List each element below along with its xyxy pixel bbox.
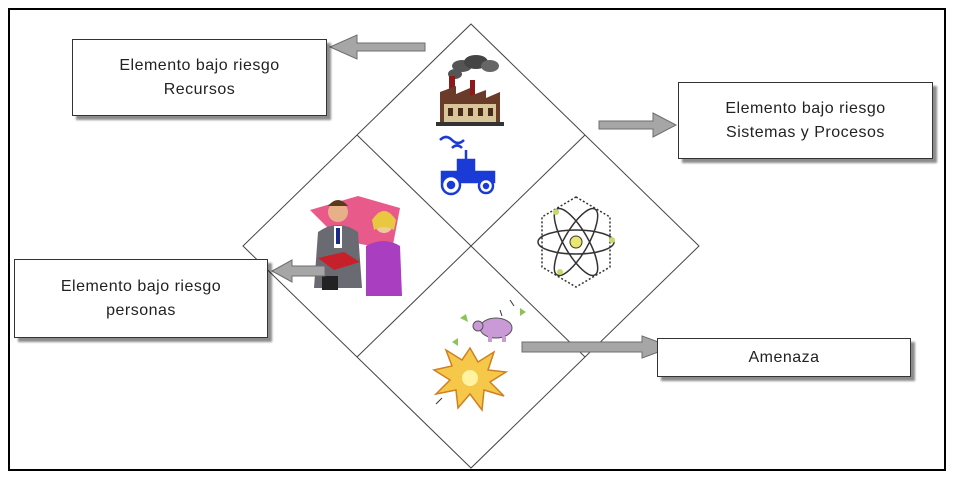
- box-sistemas-line1: Elemento bajo riesgo: [725, 99, 886, 117]
- box-recursos: Elemento bajo riesgo Recursos: [72, 39, 327, 116]
- factory-icon: [436, 55, 504, 126]
- diamond-divider-b: [356, 134, 586, 358]
- box-amenaza: Amenaza: [657, 338, 911, 377]
- arrow-to-amenaza: [521, 335, 674, 359]
- box-personas-line2: personas: [106, 301, 176, 319]
- tractor-icon: [439, 135, 496, 196]
- box-sistemas: Elemento bajo riesgo Sistemas y Procesos: [678, 82, 933, 159]
- box-recursos-line2: Recursos: [163, 80, 236, 98]
- box-personas: Elemento bajo riesgo personas: [14, 259, 268, 338]
- arrow-to-recursos: [328, 34, 426, 60]
- arrow-to-personas: [270, 259, 326, 283]
- arrows: [270, 34, 678, 359]
- box-personas-line1: Elemento bajo riesgo: [60, 277, 222, 295]
- explosion-icon: [432, 299, 526, 412]
- box-recursos-line1: Elemento bajo riesgo: [119, 56, 280, 74]
- diamond-outline: [242, 23, 700, 469]
- arrow-to-sistemas: [598, 112, 678, 138]
- box-sistemas-line2: Sistemas y Procesos: [726, 123, 885, 141]
- risk-diamond: [242, 23, 700, 469]
- box-amenaza-line1: Amenaza: [748, 348, 820, 366]
- atom-icon: [537, 196, 615, 288]
- people-reading-icon: [310, 196, 402, 296]
